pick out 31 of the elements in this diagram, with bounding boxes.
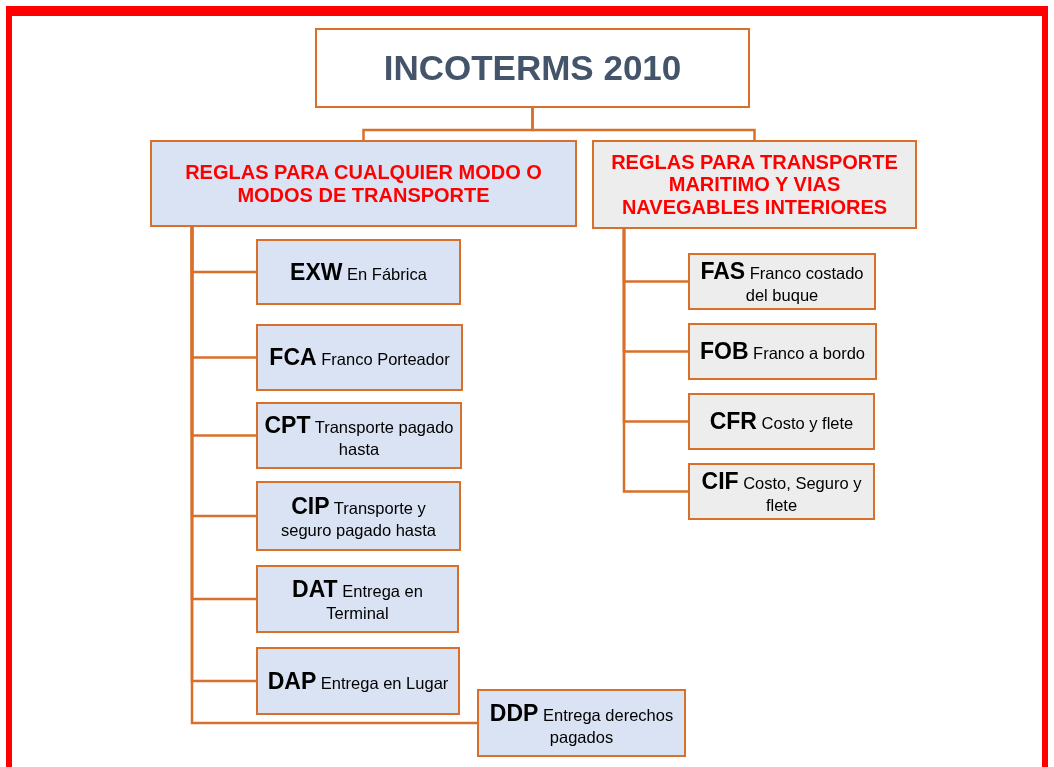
term-box <box>688 393 875 450</box>
term-box <box>477 689 686 757</box>
term-box <box>256 239 461 305</box>
term-label: CIF Costo, Seguro y flete <box>700 467 863 516</box>
title-box <box>315 28 750 108</box>
term-box <box>256 324 463 391</box>
term-label: FOB Franco a bordo <box>699 337 865 366</box>
term-box <box>256 565 459 633</box>
connector-line <box>531 108 756 140</box>
term-label: DAT Entrega en Terminal <box>291 574 424 624</box>
title: INCOTERMS 2010 <box>383 48 682 88</box>
term-box <box>256 647 460 715</box>
term-label: FAS Franco costado del buque <box>699 257 865 306</box>
term-label: EXW En Fábrica <box>290 257 427 286</box>
term-box <box>688 253 876 310</box>
term-label: FCA Franco Porteador <box>269 343 450 372</box>
term-box <box>688 463 875 520</box>
category-heading: REGLAS PARA TRANSPORTE MARITIMO Y VIAS NAVEGABLES INTERIORES <box>610 150 899 219</box>
connector-line <box>622 229 688 493</box>
connector-line <box>190 227 477 725</box>
category-heading: REGLAS PARA CUALQUIER MODO O MODOS DE TRANSPORTE <box>184 161 543 206</box>
term-label: DAP Entrega en Lugar <box>267 666 449 695</box>
category-box <box>150 140 577 227</box>
term-box <box>256 402 462 469</box>
term-label: DDP Entrega derechos pagados <box>488 698 675 748</box>
term-label: CIP Transporte y seguro pagado hasta <box>279 491 437 541</box>
term-label: CFR Costo y flete <box>709 407 854 436</box>
term-box <box>688 323 877 380</box>
term-label: CPT Transporte pagado hasta <box>264 411 454 460</box>
category-box <box>592 140 917 229</box>
term-box <box>256 481 461 551</box>
